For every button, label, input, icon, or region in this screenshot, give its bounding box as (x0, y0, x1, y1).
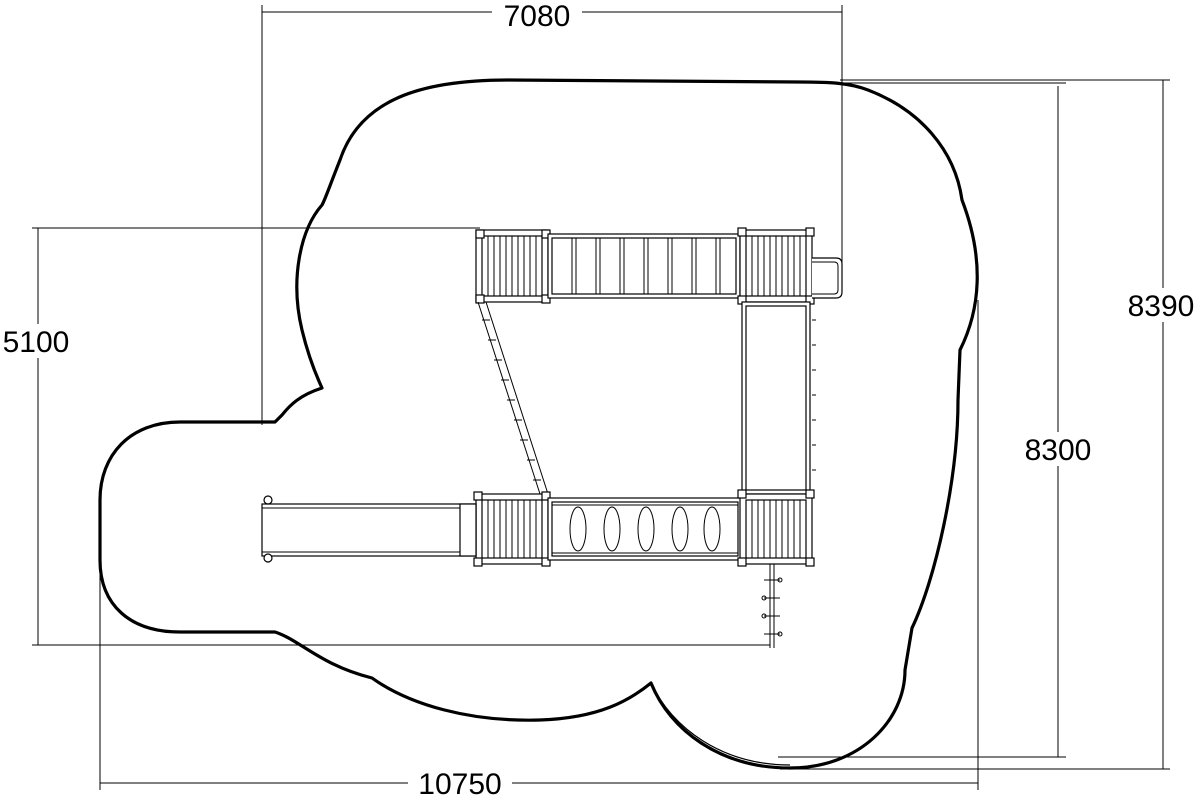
dim-right-outer-height: 8390 (1128, 290, 1195, 323)
dim-left-height: 5100 (3, 326, 70, 359)
dim-bottom-width: 10750 (418, 768, 501, 797)
ladder-bridge-top (547, 233, 741, 299)
side-panel-right (741, 301, 816, 495)
safety-zone-inner-edge (650, 682, 791, 766)
barrel-bridge-bottom (547, 497, 743, 561)
dim-right-inner-height: 8300 (1025, 434, 1092, 467)
deck-top-right (737, 227, 843, 305)
deck-bottom-left (473, 491, 551, 567)
deck-top-left (475, 229, 551, 304)
dim-top-width: 7080 (504, 0, 571, 33)
climbing-pole (761, 564, 783, 648)
deck-bottom-right (737, 489, 815, 567)
safety-zone-outline (98, 78, 979, 770)
climbing-ramp (477, 301, 549, 495)
slide (261, 495, 477, 563)
